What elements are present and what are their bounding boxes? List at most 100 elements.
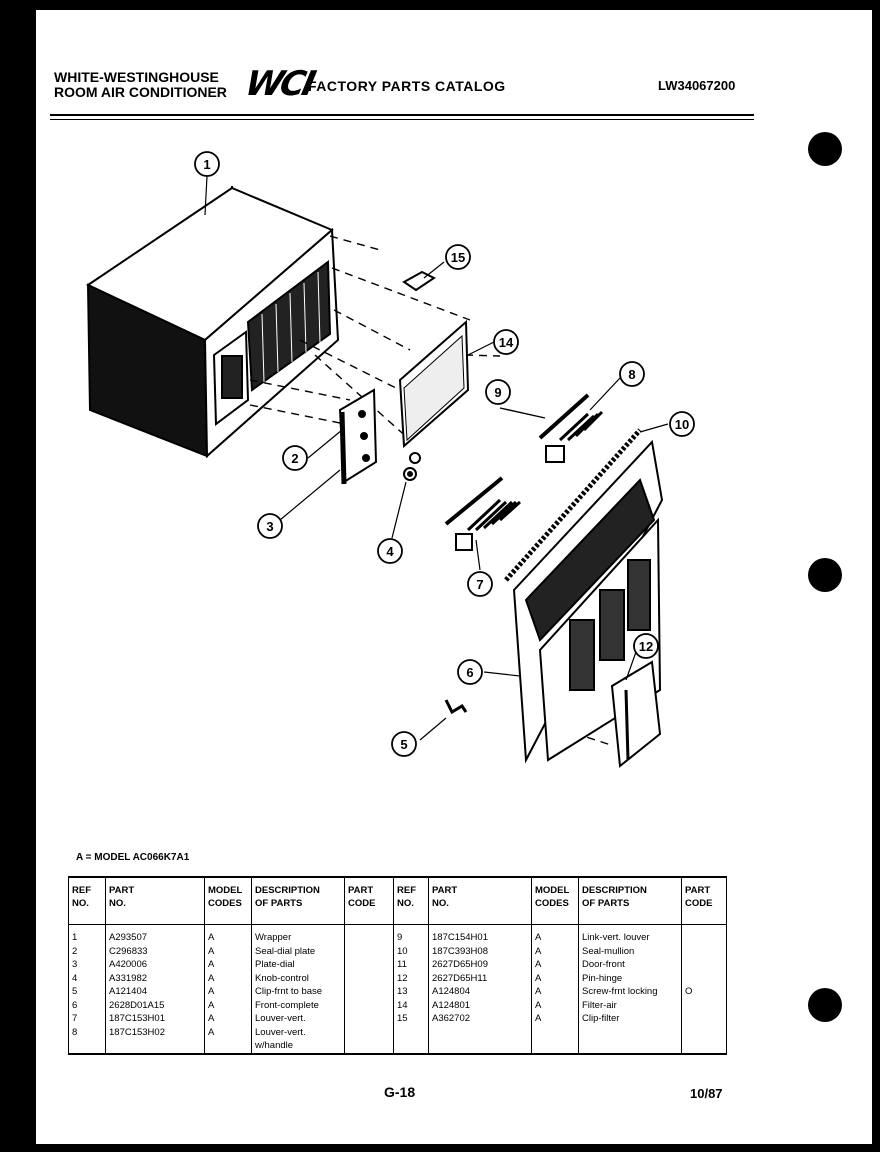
cell-ref — [393, 1025, 429, 1039]
callout-4: 4 — [377, 538, 403, 564]
cell-part: A420006 — [105, 958, 205, 972]
cell-code — [681, 958, 727, 972]
cell-part: 2628D01A15 — [105, 998, 205, 1012]
svg-text:10: 10 — [675, 417, 689, 432]
callout-6: 6 — [457, 659, 483, 685]
cell-ref: 6 — [68, 998, 106, 1012]
svg-text:5: 5 — [400, 737, 407, 752]
cell-desc: Seal-mullion — [578, 944, 682, 958]
cell-part: 187C153H01 — [105, 1012, 205, 1026]
callout-1: 1 — [194, 151, 220, 177]
callout-9: 9 — [485, 379, 511, 405]
cell-model: A — [204, 971, 252, 985]
cell-desc: Louver-vert. — [251, 1025, 345, 1039]
door-front-part — [610, 660, 662, 768]
cell-model: A — [531, 985, 579, 999]
table-row: w/handle — [68, 1039, 727, 1055]
svg-text:7: 7 — [476, 577, 483, 592]
cell-model — [531, 1025, 579, 1039]
header-rule — [50, 114, 754, 116]
callout-2: 2 — [282, 445, 308, 471]
cell-code — [681, 1039, 727, 1055]
front-clip-part — [444, 699, 468, 715]
cell-ref: 15 — [393, 1012, 429, 1026]
cell-part: A124804 — [428, 985, 532, 999]
cell-model — [531, 1039, 579, 1055]
callout-5: 5 — [391, 731, 417, 757]
svg-text:12: 12 — [639, 639, 653, 654]
callout-14: 14 — [493, 329, 519, 355]
svg-text:1: 1 — [203, 157, 210, 172]
cell-ref: 2 — [68, 944, 106, 958]
cell-ref: 1 — [68, 924, 106, 945]
cell-code — [344, 1025, 394, 1039]
cell-code — [681, 971, 727, 985]
cell-part: A331982 — [105, 971, 205, 985]
wrapper-part — [85, 186, 340, 459]
cell-part: A124801 — [428, 998, 532, 1012]
cell-part: A121404 — [105, 985, 205, 999]
louver-with-handle-part — [538, 393, 604, 463]
cell-ref: 9 — [393, 924, 429, 945]
cell-part — [428, 1025, 532, 1039]
catalog-title: FACTORY PARTS CATALOG — [308, 78, 506, 94]
cell-desc: Louver-vert. — [251, 1012, 345, 1026]
cell-ref: 8 — [68, 1025, 106, 1039]
cell-part: 187C154H01 — [428, 924, 532, 945]
cell-desc: Door-front — [578, 958, 682, 972]
cell-model: A — [531, 944, 579, 958]
header-rule-thin — [50, 119, 754, 120]
svg-text:9: 9 — [494, 385, 501, 400]
cell-code — [681, 944, 727, 958]
cell-ref: 12 — [393, 971, 429, 985]
callout-7: 7 — [467, 571, 493, 597]
cell-ref: 11 — [393, 958, 429, 972]
svg-text:3: 3 — [266, 519, 273, 534]
cell-code — [681, 1012, 727, 1026]
cell-model: A — [204, 958, 252, 972]
cell-ref — [68, 1039, 106, 1055]
cell-desc: Clip-filter — [578, 1012, 682, 1026]
callout-10: 10 — [669, 411, 695, 437]
cell-ref: 7 — [68, 1012, 106, 1026]
svg-text:15: 15 — [451, 250, 465, 265]
control-knob-part — [403, 452, 421, 481]
callout-12: 12 — [633, 633, 659, 659]
cell-code — [344, 971, 394, 985]
binder-hole-top — [808, 132, 842, 166]
cell-model: A — [531, 1012, 579, 1026]
cell-part: 2627D65H11 — [428, 971, 532, 985]
cell-part: 2627D65H09 — [428, 958, 532, 972]
model-note: A = MODEL AC066K7A1 — [76, 852, 190, 863]
filter-clip-part — [402, 270, 436, 292]
cell-part — [105, 1039, 205, 1055]
cell-part — [428, 1039, 532, 1055]
cell-ref: 14 — [393, 998, 429, 1012]
cell-code — [344, 1012, 394, 1026]
cell-model: A — [531, 958, 579, 972]
cell-part: A293507 — [105, 924, 205, 945]
cell-desc — [578, 1039, 682, 1055]
svg-text:8: 8 — [628, 367, 635, 382]
cell-model: A — [204, 998, 252, 1012]
cell-model — [204, 1039, 252, 1055]
page-number: G-18 — [384, 1084, 416, 1100]
binder-hole-bottom — [808, 988, 842, 1022]
cell-ref: 5 — [68, 985, 106, 999]
cell-desc — [578, 1025, 682, 1039]
svg-text:4: 4 — [386, 544, 394, 559]
cell-desc: Filter-air — [578, 998, 682, 1012]
cell-desc: Clip-frnt to base — [251, 985, 345, 999]
cell-desc: Seal-dial plate — [251, 944, 345, 958]
cell-desc: Pin-hinge — [578, 971, 682, 985]
cell-desc: Screw-frnt locking — [578, 985, 682, 999]
cell-part: 187C153H02 — [105, 1025, 205, 1039]
